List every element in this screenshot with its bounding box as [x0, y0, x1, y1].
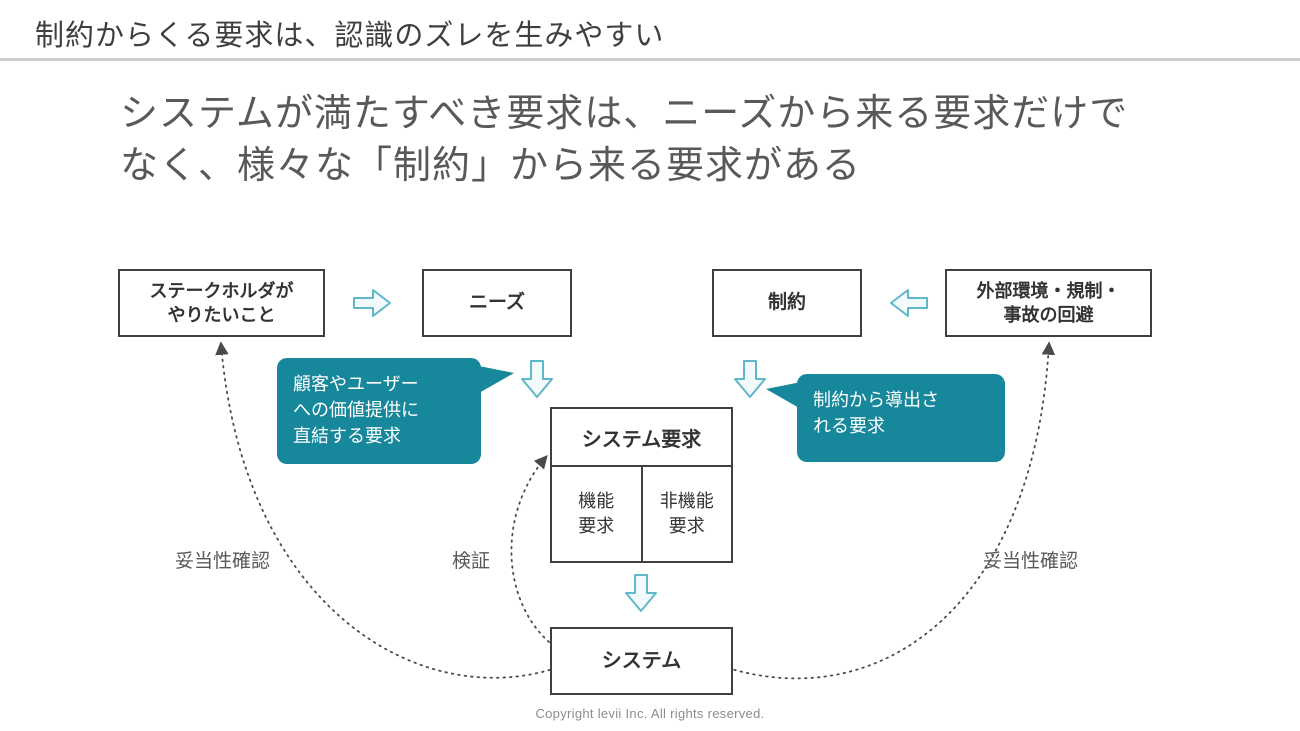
stakeholder-box: ステークホルダが やりたいこと — [118, 269, 325, 337]
system-requirements-box: システム要求 機能 要求 非機能 要求 — [550, 407, 733, 563]
system-box: システム — [550, 627, 733, 695]
lede-text: システムが満たすべき要求は、ニーズから来る要求だけで なく、様々な「制約」から来… — [120, 93, 1129, 187]
constraint-box: 制約 — [712, 269, 862, 337]
nonfunctional-requirements-cell: 非機能 要求 — [642, 467, 733, 563]
flow-arrow-left-icon — [890, 289, 928, 317]
constraint-down-arrow-icon — [734, 360, 766, 398]
callout-left: 顧客やユーザー への価値提供に 直結する要求 — [277, 358, 481, 464]
needs-box: ニーズ — [422, 269, 572, 337]
validation-label-right: 妥当性確認 — [983, 551, 1079, 572]
copyright-text: Copyright levii Inc. All rights reserved… — [535, 706, 765, 721]
functional-requirements-cell: 機能 要求 — [550, 467, 643, 563]
verification-arrow — [510, 454, 550, 643]
sysreq-down-arrow-icon — [625, 574, 657, 612]
flow-arrow-right-icon — [353, 289, 391, 317]
title-divider — [0, 58, 1300, 61]
callout-right: 制約から導出さ れる要求 — [797, 374, 1005, 462]
slide-title: 制約からくる要求は、認識のズレを生みやすい — [35, 20, 665, 52]
needs-down-arrow-icon — [521, 360, 553, 398]
validation-label-left: 妥当性確認 — [175, 551, 271, 572]
external-environment-box: 外部環境・規制・ 事故の回避 — [945, 269, 1152, 337]
callout-right-tail — [766, 382, 801, 409]
verification-label: 検証 — [452, 551, 491, 572]
callout-left-tail — [479, 366, 514, 393]
system-requirements-title: システム要求 — [550, 407, 733, 467]
